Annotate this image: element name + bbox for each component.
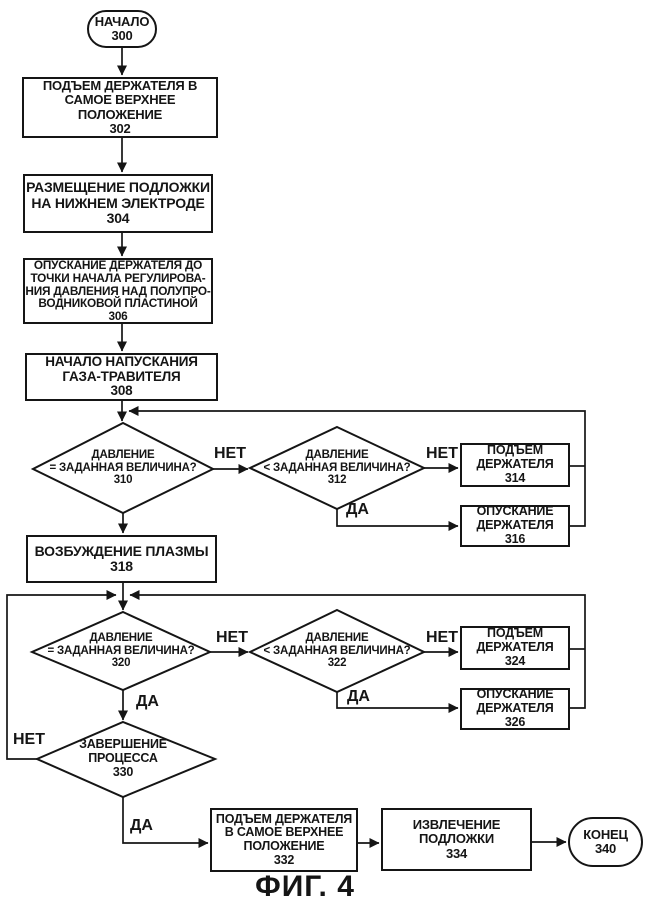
edge-330-yes-332 (122, 797, 209, 848)
terminal-end: КОНЕЦ 340 (568, 817, 643, 867)
process-324: ПОДЪЕМ ДЕРЖАТЕЛЯ 324 (460, 626, 570, 670)
decision-312-shape (247, 425, 427, 511)
edge-330-no-loop (6, 590, 117, 760)
process-306: ОПУСКАНИЕ ДЕРЖАТЕЛЯ ДО ТОЧКИ НАЧАЛА РЕГУ… (23, 258, 213, 324)
process-308: НАЧАЛО НАПУСКАНИЯ ГАЗА-ТРАВИТЕЛЯ 308 (25, 353, 218, 401)
decision-330-shape (34, 720, 218, 799)
decision-310-shape (30, 421, 216, 515)
edge-316-collector-return (128, 406, 586, 527)
decision-330-label: ЗАВЕРШЕНИЕ ПРОЦЕССА 330 (79, 737, 167, 779)
process-302: ПОДЪЕМ ДЕРЖАТЕЛЯ В САМОЕ ВЕРХНЕЕ ПОЛОЖЕН… (22, 77, 218, 138)
edge-326-collector-return (129, 590, 586, 709)
decision-312-label: ДАВЛЕНИЕ < ЗАДАННАЯ ВЕЛИЧИНА? 312 (263, 448, 411, 487)
decision-310-label: ДАВЛЕНИЕ = ЗАДАННАЯ ВЕЛИЧИНА? 310 (49, 448, 197, 487)
decision-320-shape (29, 610, 213, 692)
terminal-start: НАЧАЛО 300 (87, 10, 157, 48)
process-334: ИЗВЛЕЧЕНИЕ ПОДЛОЖКИ 334 (381, 808, 532, 871)
label-322-yes: ДА (347, 688, 370, 705)
process-304: РАЗМЕЩЕНИЕ ПОДЛОЖКИ НА НИЖНЕМ ЭЛЕКТРОДЕ … (23, 174, 213, 233)
process-332: ПОДЪЕМ ДЕРЖАТЕЛЯ В САМОЕ ВЕРХНЕЕ ПОЛОЖЕН… (210, 808, 358, 872)
process-326: ОПУСКАНИЕ ДЕРЖАТЕЛЯ 326 (460, 688, 570, 730)
label-320-no: НЕТ (216, 629, 248, 646)
label-322-no: НЕТ (426, 629, 458, 646)
decision-322-shape (247, 608, 427, 694)
process-314: ПОДЪЕМ ДЕРЖАТЕЛЯ 314 (460, 443, 570, 487)
process-316: ОПУСКАНИЕ ДЕРЖАТЕЛЯ 316 (460, 505, 570, 547)
label-330-yes: ДА (130, 817, 153, 834)
decision-322-label: ДАВЛЕНИЕ < ЗАДАННАЯ ВЕЛИЧИНА? 322 (263, 631, 411, 670)
edge-312-yes (336, 509, 459, 531)
label-330-no: НЕТ (13, 731, 45, 748)
label-312-no: НЕТ (426, 445, 458, 462)
decision-320-label: ДАВЛЕНИЕ = ЗАДАННАЯ ВЕЛИЧИНА? 320 (47, 631, 195, 670)
edge-322-yes (336, 692, 459, 713)
label-310-no: НЕТ (214, 445, 246, 462)
process-318: ВОЗБУЖДЕНИЕ ПЛАЗМЫ 318 (26, 535, 217, 583)
figure-caption: ФИГ. 4 (255, 870, 355, 903)
label-320-yes: ДА (136, 693, 159, 710)
label-312-yes: ДА (346, 501, 369, 518)
